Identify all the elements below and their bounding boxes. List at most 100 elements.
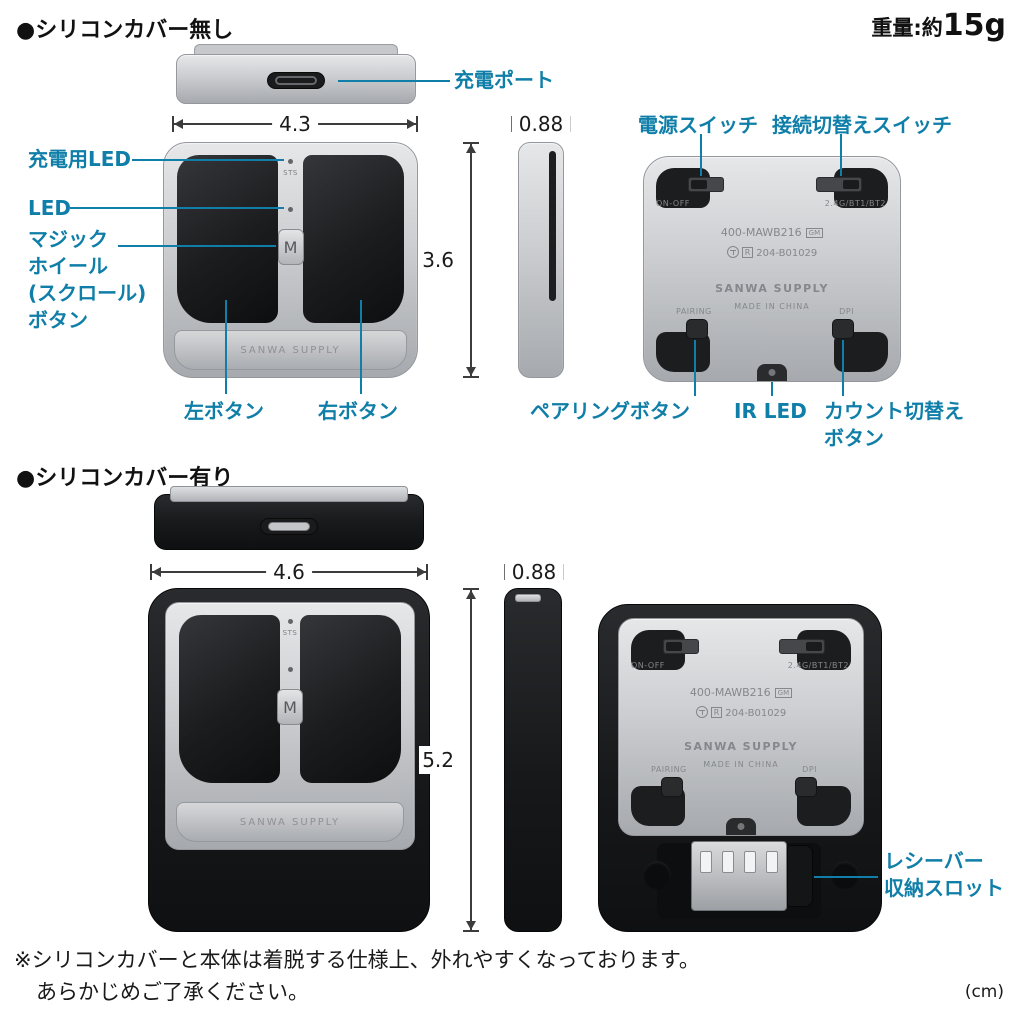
left-button-pad (177, 155, 278, 323)
magic-wheel-button: M (277, 689, 303, 725)
charge-led-label: 充電用LED (28, 147, 132, 171)
status-led-dot (287, 667, 293, 672)
connect-switch (816, 177, 862, 192)
connect-switch-engraving: 2.4G/BT1/BT2 (787, 661, 849, 670)
status-led-dot (288, 207, 293, 212)
usb-contact (766, 851, 778, 873)
cert-number: 204-B01029 (725, 708, 787, 719)
leader-line (338, 80, 450, 82)
giteki-mark-icon (726, 246, 739, 258)
cert-number: 204-B01029 (756, 248, 818, 259)
side-plate-sliver (515, 594, 541, 602)
top-view-no-cover (176, 44, 416, 106)
switch-knob (666, 642, 682, 651)
dpi-engraving: DPI (839, 307, 854, 316)
connect-switch-engraving: 2.4G/BT1/BT2 (824, 199, 886, 208)
switch-knob (691, 180, 707, 189)
ir-led-sensor (726, 818, 756, 835)
receiver-slot-label: レシーバー 収納スロット (884, 849, 1004, 900)
arrow-left-icon (174, 119, 183, 129)
left-button-label: 左ボタン (184, 399, 264, 423)
pairing-button (661, 777, 683, 797)
weight-value: 15g (942, 8, 1006, 43)
dimension-width-no-cover: 4.3 (172, 114, 418, 134)
dimension-value: 5.2 (419, 746, 457, 774)
model-number: 400-MAWB216 (720, 226, 802, 239)
arrow-up-icon (466, 144, 476, 153)
right-button-pad (300, 615, 401, 783)
dimension-value: 0.88 (511, 114, 571, 134)
dimension-width-with-cover: 4.6 (150, 562, 428, 582)
side-pad-edge (549, 151, 556, 301)
leader-line (70, 207, 284, 209)
leader-line (840, 134, 842, 176)
power-switch (688, 177, 724, 192)
madein-engraving: MADE IN CHINA (703, 760, 779, 769)
leader-line (694, 340, 696, 396)
arrow-left-icon (152, 567, 161, 577)
front-brand-bar: SANWA SUPPLY (174, 330, 407, 370)
brand-engraving: SANWA SUPPLY (684, 740, 798, 753)
dpi-button (795, 777, 817, 797)
sts-label: STS (282, 629, 298, 637)
dimension-height-with-cover: 5.2 (419, 588, 479, 932)
power-switch-engraving: ON-OFF (631, 661, 665, 670)
arrow-right-icon (407, 119, 416, 129)
ir-led-dot (768, 369, 776, 376)
magic-wheel-button: M (277, 229, 304, 265)
front-face: STS M SANWA SUPPLY (165, 602, 415, 850)
side-view-no-cover (518, 142, 564, 378)
arrow-down-icon (466, 921, 476, 930)
right-button-label: 右ボタン (318, 399, 398, 423)
section1-heading: ●シリコンカバー無し (16, 18, 234, 43)
magic-wheel-label: マジック ホイール (スクロール) ボタン (28, 227, 147, 332)
pairing-engraving: PAIRING (676, 307, 712, 316)
cover-hole (643, 861, 671, 889)
count-switch-label: カウント切替え ボタン (824, 399, 964, 450)
leader-line (360, 300, 362, 394)
front-brand-bar: SANWA SUPPLY (176, 802, 404, 842)
sts-label: STS (283, 169, 298, 177)
pairing-engraving: PAIRING (651, 765, 687, 774)
dimension-value: 0.88 (504, 562, 564, 582)
charge-led-dot (287, 619, 293, 624)
pairing-button (686, 319, 708, 339)
leader-line (814, 876, 878, 878)
dimension-depth-no-cover: 0.88 (511, 114, 571, 134)
usb-c-port (267, 72, 325, 89)
arrow-right-icon (417, 567, 426, 577)
leader-line (132, 159, 284, 161)
leader-line (842, 340, 844, 396)
ir-led-label: IR LED (734, 399, 807, 423)
top-plate (170, 486, 408, 502)
dimension-value: 3.6 (419, 246, 457, 274)
dpi-button (832, 319, 854, 339)
top-view-with-cover (154, 486, 424, 554)
cover-hole (831, 861, 859, 889)
switch-knob (843, 180, 859, 189)
usb-receiver-cap (787, 845, 813, 907)
ir-led-dot (737, 823, 745, 830)
leader-line (225, 300, 227, 394)
connect-switch-label: 接続切替えスイッチ (772, 113, 952, 137)
madein-engraving: MADE IN CHINA (734, 302, 810, 311)
power-switch-engraving: ON-OFF (656, 199, 690, 208)
power-switch (663, 639, 699, 654)
right-button-pad (303, 155, 404, 323)
ir-led-sensor (757, 364, 787, 381)
charge-led-dot (288, 159, 293, 164)
brand-engraving: SANWA SUPPLY (715, 282, 829, 295)
arrow-up-icon (466, 590, 476, 599)
dpi-engraving: DPI (802, 765, 817, 774)
dimension-value: 4.6 (266, 562, 312, 582)
power-switch-label: 電源スイッチ (638, 113, 758, 137)
charge-port-label: 充電ポート (454, 68, 554, 92)
usb-c-port (260, 518, 318, 535)
leader-line (700, 134, 702, 176)
